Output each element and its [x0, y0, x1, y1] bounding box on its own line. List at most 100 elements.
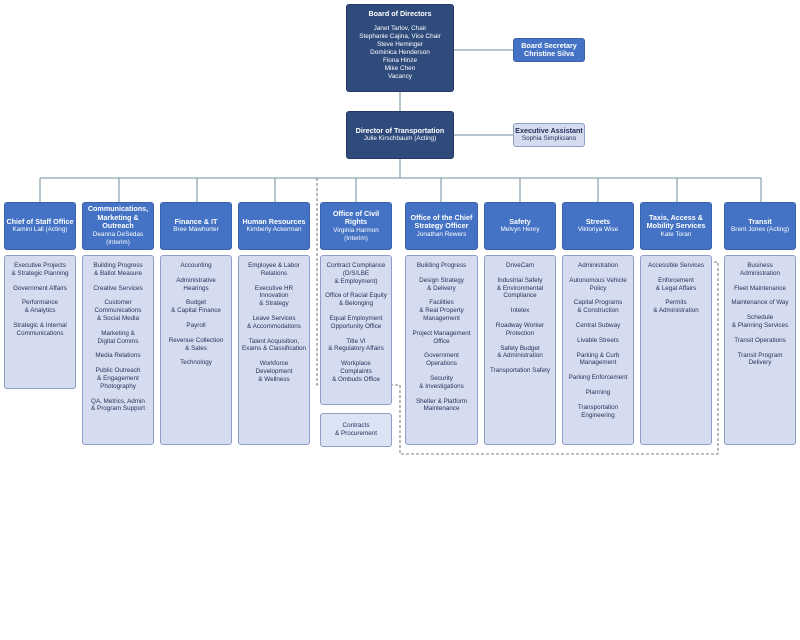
unit-item: Business Administration: [740, 262, 780, 277]
unit-item: QA, Metrics, Admin & Program Support: [91, 397, 145, 413]
unit-item: Government Operations: [424, 352, 459, 368]
unit-item: Budget & Capital Finance: [171, 299, 221, 315]
division-title: Streets: [585, 216, 611, 226]
unit-item: Enforcement & Legal Affairs: [655, 276, 697, 292]
unit-item: Livable Streets: [577, 336, 619, 344]
division-title: Office of the Chief Strategy Officer: [410, 212, 473, 230]
division-title: Communications, Marketing & Outreach: [87, 204, 149, 231]
unit-item: Media Relations: [95, 352, 141, 360]
unit-item: Workforce Development & Wellness: [255, 360, 293, 383]
unit-item: Office of Racial Equity & Belonging: [325, 292, 387, 308]
unit-item: Transportation Engineering: [577, 403, 619, 419]
unit-item: Employee & Labor Relations: [248, 262, 300, 277]
unit-item: Strategic & Internal Communications: [13, 321, 67, 337]
executive-assistant-box: Executive Assistant Sophia Simpliciano: [513, 123, 585, 147]
unit-item: Transit Operations: [734, 336, 786, 344]
unit-item: Building Progress: [416, 262, 467, 269]
division-title: Safety: [509, 216, 531, 226]
division-lead: Melvyn Henry: [500, 226, 540, 234]
board-secretary-box: Board Secretary Christine Silva: [513, 38, 585, 62]
division-unit-list: Contract Compliance (D/S/LBE & Employmen…: [320, 255, 392, 405]
division-lead: Jonathan Rewers: [416, 230, 467, 238]
board-secretary-title: Board Secretary: [521, 40, 577, 50]
unit-item: Title VI & Regulatory Affairs: [328, 337, 384, 353]
unit-item: Talent Acquisition, Exams & Classificati…: [241, 337, 307, 353]
unit-item: Transit Program Delivery: [737, 351, 783, 367]
division-lead: Brent Jones (Acting): [731, 226, 789, 234]
unit-item: Parking Enforcement: [568, 374, 628, 382]
unit-item: Design Strategy & Delivery: [419, 276, 464, 292]
unit-item: Parking & Curb Management: [576, 351, 620, 367]
division-title: Transit: [748, 216, 772, 226]
unit-item: Schedule & Planning Services: [731, 314, 789, 329]
unit-item: Accessible Services: [648, 262, 704, 269]
unit-item: Security & Investigations: [419, 374, 464, 390]
unit-item: Intelex: [510, 307, 530, 315]
unit-item: Administrative Hearings: [176, 276, 216, 292]
unit-item: Leave Services & Accommodations: [247, 314, 301, 330]
unit-item: Workplace Complaints & Ombuds Office: [332, 360, 380, 383]
board-member: Fiona Hinze: [382, 56, 418, 64]
board-member: Mike Chen: [384, 64, 416, 72]
unit-item: Permits & Administration: [653, 299, 699, 315]
unit-item: Project Management Office: [412, 329, 471, 345]
unit-item: Fleet Maintenance: [734, 284, 786, 292]
unit-item: Autonomous Vehicle Policy: [569, 276, 627, 292]
unit-item: Transportation Safety: [490, 367, 550, 375]
division-lead: Virginia Harmon (Interim): [333, 226, 379, 242]
unit-item: Equal Employment Opportunity Office: [329, 314, 383, 330]
unit-item: Performance & Analytics: [21, 299, 59, 315]
contracts-procurement-label: Contracts & Procurement: [335, 422, 377, 437]
division-title: Office of Civil Rights: [332, 208, 380, 226]
unit-item: Accounting: [180, 262, 212, 269]
board-of-directors-box: Board of Directors Janet Tarlov, Chair S…: [346, 4, 454, 92]
division-title: Human Resources: [242, 216, 306, 226]
board-member: Janet Tarlov, Chair: [373, 24, 427, 32]
unit-item: Roadway Worker Protection: [495, 321, 545, 337]
unit-item: Creative Services: [93, 284, 143, 292]
unit-item: Public Outreach & Engagement Photography: [95, 367, 141, 390]
unit-item: Customer Communications & Social Media: [94, 299, 142, 322]
unit-item: Executive HR Innovation & Strategy: [254, 284, 294, 308]
unit-item: Maintenance of Way: [731, 299, 789, 307]
unit-item: Planning: [585, 388, 611, 396]
division-title: Chief of Staff Office: [6, 216, 74, 226]
unit-item: Government Affairs: [13, 284, 67, 292]
division-title: Taxis, Access & Mobility Services: [646, 212, 706, 230]
board-title: Board of Directors: [368, 9, 432, 18]
executive-assistant-name: Sophia Simpliciano: [521, 135, 577, 143]
director-box: Director of Transportation Julie Kirschb…: [346, 111, 454, 159]
contracts-procurement-box: Contracts & Procurement: [320, 413, 392, 447]
unit-item: Payroll: [186, 321, 206, 329]
unit-item: Safety Budget & Administration: [497, 344, 543, 360]
unit-item: Building Progress & Ballot Measure: [93, 262, 143, 277]
unit-item: Marketing & Digital Comms: [97, 329, 139, 345]
unit-item: Contract Compliance (D/S/LBE & Employmen…: [326, 262, 386, 285]
division-lead: Bree Mawhorter: [173, 226, 219, 234]
board-member: Vacancy: [387, 72, 413, 80]
unit-item: Shelter & Platform Maintenance: [415, 397, 468, 413]
board-secretary-name: Christine Silva: [524, 49, 574, 58]
unit-item: Technology: [180, 359, 212, 367]
unit-item: Administration: [578, 262, 618, 269]
unit-item: Capital Programs & Construction: [573, 299, 623, 315]
unit-item: DriveCam: [506, 262, 534, 269]
unit-item: Central Subway: [575, 321, 621, 329]
unit-item: Industrial Safety & Environmental Compli…: [496, 276, 544, 300]
